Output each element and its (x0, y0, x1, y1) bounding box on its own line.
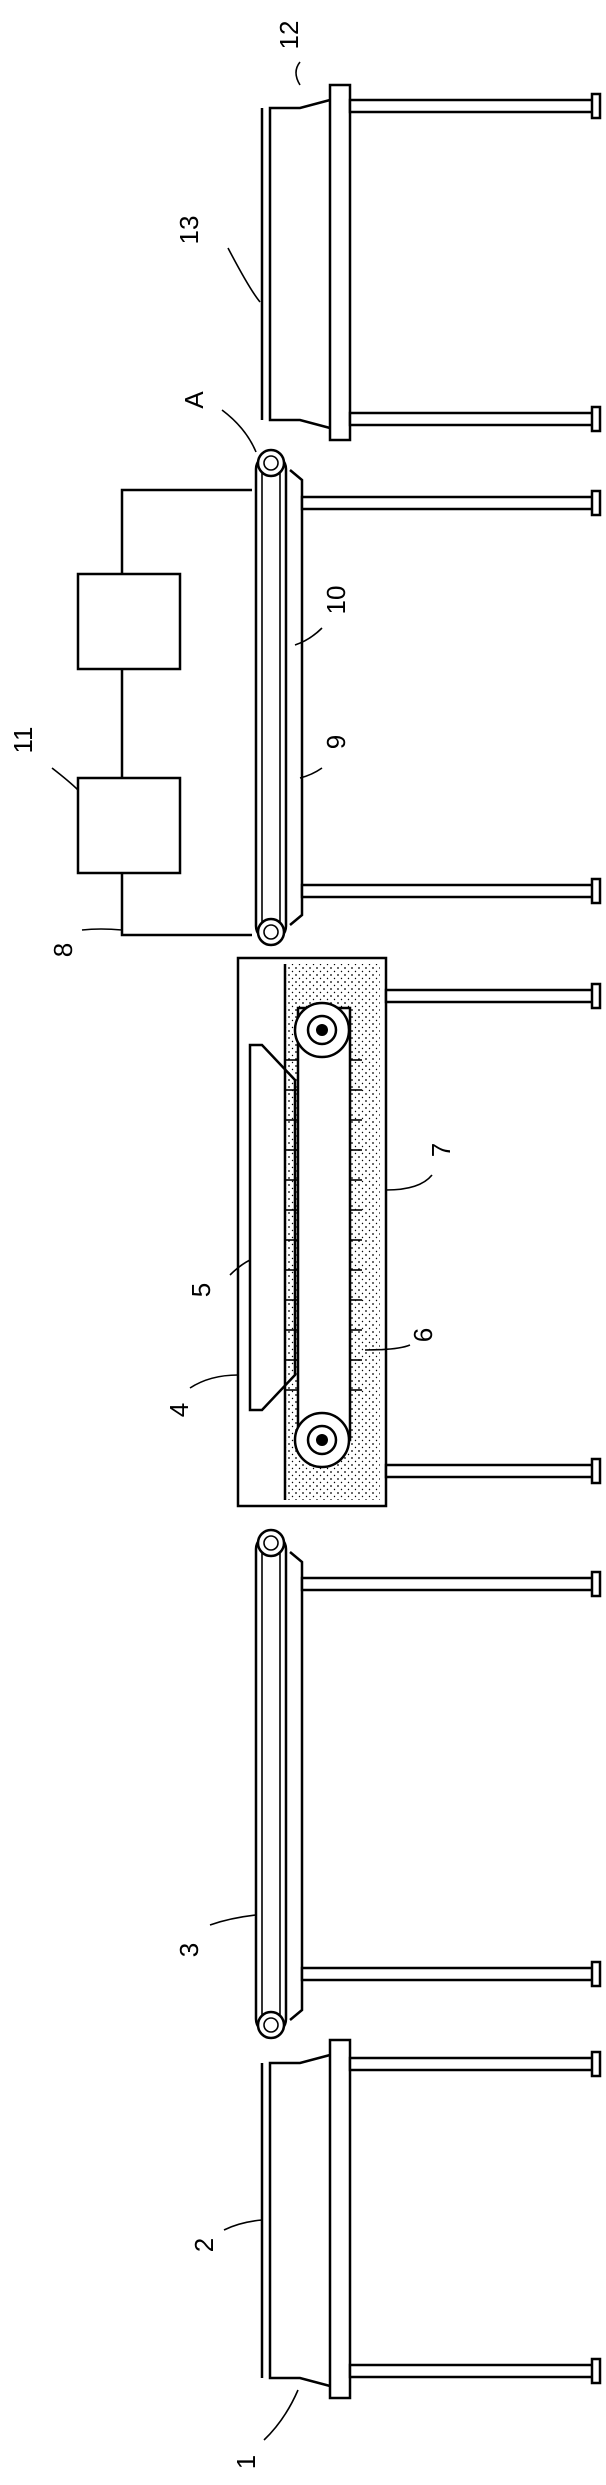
leader-8 (81, 928, 123, 931)
leader-10 (294, 627, 323, 646)
label-4: 4 (164, 1403, 194, 1417)
conveyor-3 (254, 1528, 602, 2040)
label-5: 5 (186, 1283, 216, 1297)
leader-lines (51, 61, 433, 2441)
gripper-box-11 (76, 776, 182, 875)
roller-a (256, 448, 286, 478)
treatment-tank-4 (236, 956, 602, 1508)
frame-outline (120, 488, 252, 937)
table-leg (348, 2357, 602, 2385)
leader-1 (263, 2389, 299, 2441)
label-11: 11 (8, 727, 38, 754)
label-6: 6 (408, 1328, 438, 1342)
sprocket (293, 1001, 351, 1059)
sprocket (293, 1411, 351, 1469)
chain-6 (296, 1006, 352, 1442)
roller (256, 2010, 286, 2040)
conveyor-leg (300, 1570, 602, 1598)
input-table-1 (260, 2038, 602, 2400)
gripper-box (76, 572, 182, 671)
conveyor-leg (300, 1960, 602, 1988)
table-top (268, 98, 331, 430)
label-13: 13 (174, 216, 204, 245)
conveyor-leg (300, 489, 602, 517)
table-top-2 (268, 2053, 331, 2388)
label-a: A (179, 391, 209, 409)
belt (254, 453, 288, 942)
roller (256, 917, 286, 947)
leader-4 (189, 1374, 239, 1389)
label-9: 9 (321, 735, 351, 749)
leader-9 (299, 767, 323, 779)
tank-leg (384, 1457, 602, 1485)
conveyor-leg (300, 877, 602, 905)
leader-a (221, 409, 257, 453)
leader-5 (229, 1259, 251, 1276)
label-1: 1 (231, 2455, 261, 2469)
label-10: 10 (321, 586, 351, 615)
table-leg (348, 405, 602, 433)
label-2: 2 (189, 2238, 219, 2252)
tank-leg (384, 982, 602, 1010)
conveyor-9 (254, 448, 602, 947)
chain-teeth (286, 1059, 362, 1391)
leader-2 (223, 2219, 263, 2231)
leader-12 (295, 61, 301, 86)
label-3: 3 (174, 1943, 204, 1957)
leader-3 (209, 1914, 257, 1926)
belt (254, 1533, 288, 2035)
conveyor-rail-10 (289, 469, 304, 926)
robot-frame-8 (76, 488, 252, 937)
table-leg (348, 2050, 602, 2078)
roller (256, 1528, 286, 1558)
label-7: 7 (426, 1143, 456, 1157)
table-plate (328, 83, 352, 442)
label-12: 12 (274, 21, 304, 50)
leader-7 (385, 1174, 433, 1191)
leader-13 (227, 247, 261, 303)
label-8: 8 (48, 943, 78, 957)
leader-6 (364, 1344, 411, 1351)
conveyor-rail (289, 1551, 304, 2021)
table-plate (328, 2038, 352, 2400)
plate-5 (248, 1043, 297, 1412)
table-leg (348, 92, 602, 120)
leader-11 (51, 767, 79, 791)
output-table-12 (260, 83, 602, 442)
